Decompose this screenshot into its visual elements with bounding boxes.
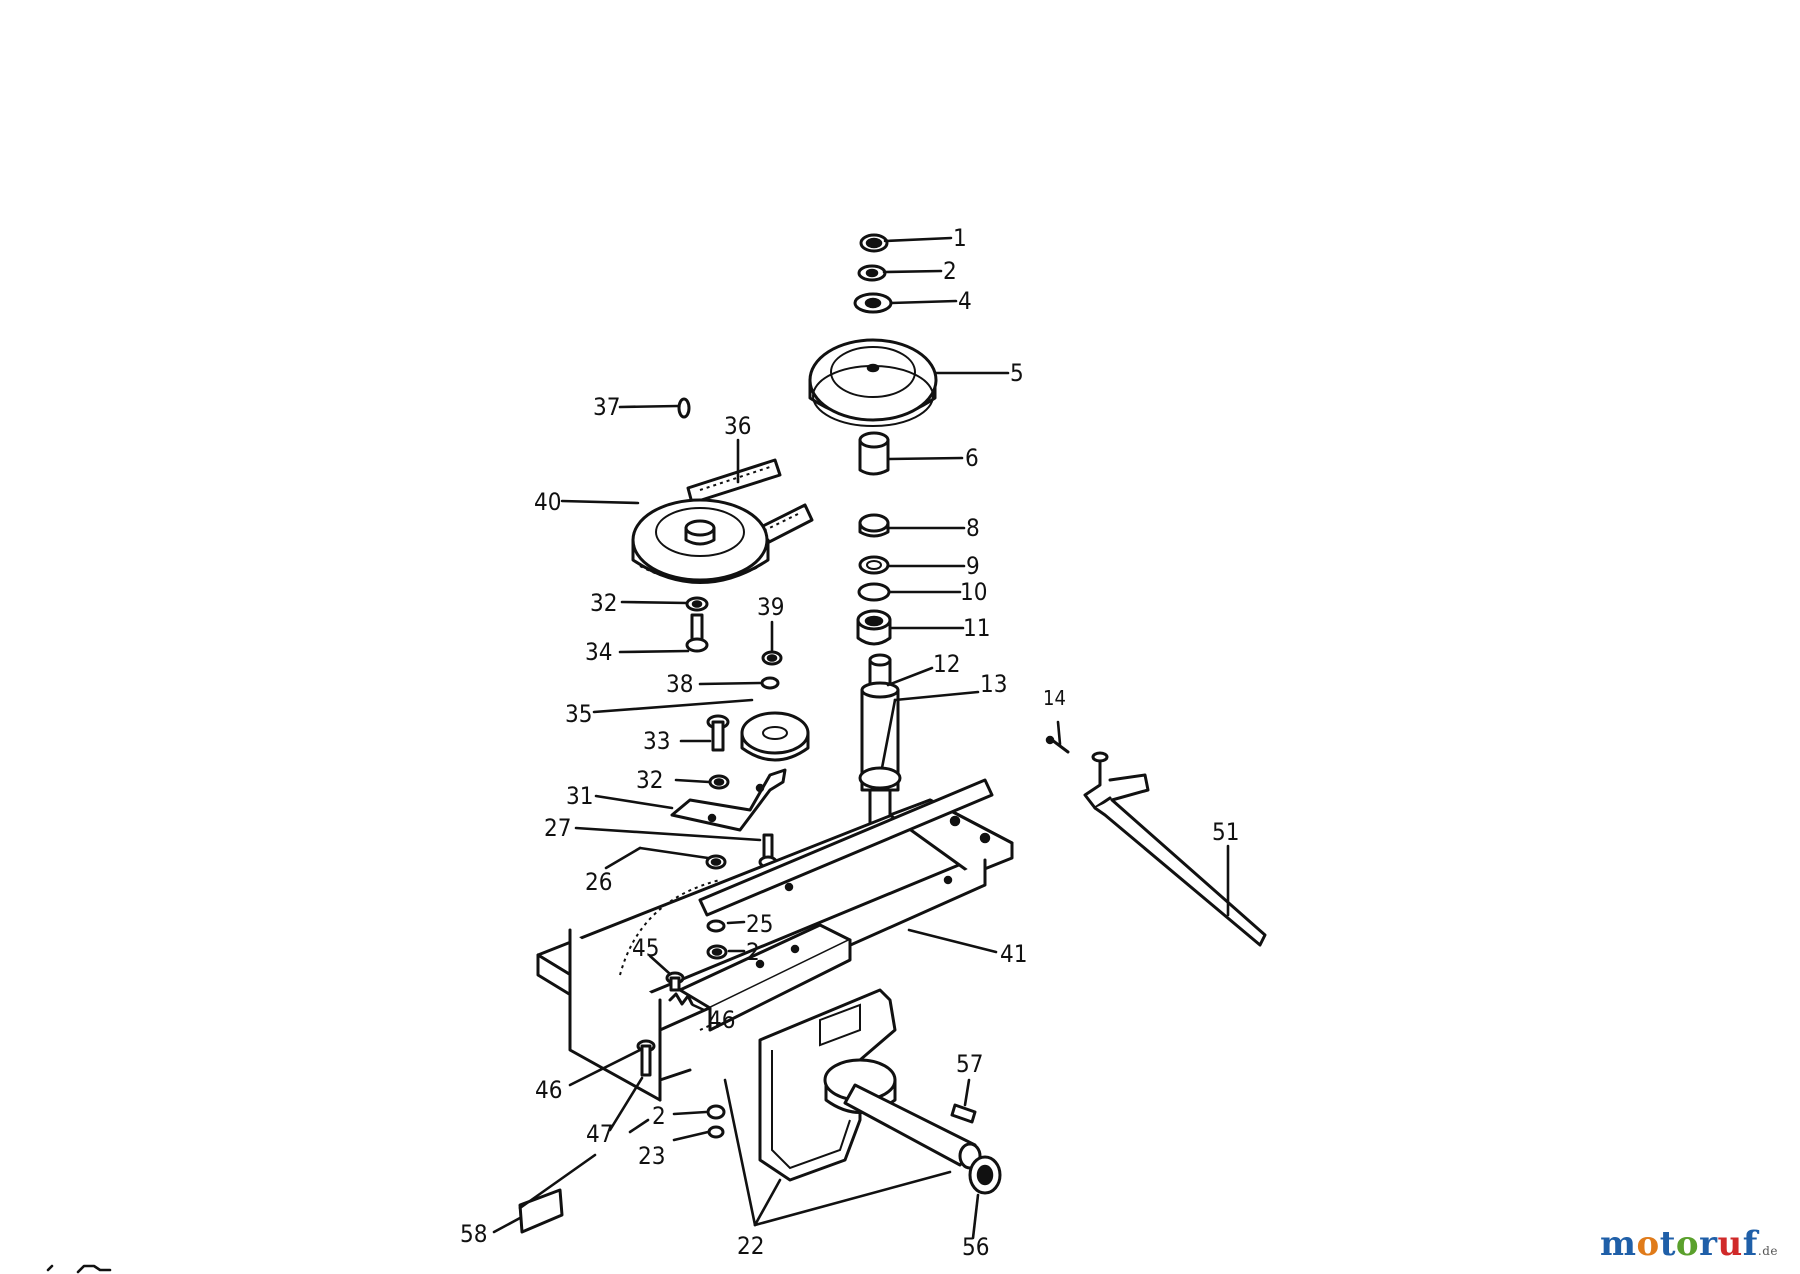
callout-2-low: 2 (652, 1102, 666, 1130)
lock-washer-part-9 (858, 555, 890, 575)
gear-housing (758, 988, 897, 1182)
callout-34: 34 (585, 638, 612, 666)
callout-57: 57 (956, 1050, 983, 1078)
callout-8: 8 (966, 514, 980, 542)
nut-part-23 (707, 1125, 725, 1139)
leader-lines (492, 236, 1230, 1240)
callout-11: 11 (963, 614, 990, 642)
axle-shaft (843, 1083, 982, 1170)
part-number-labels: 1 2 4 5 6 8 9 10 11 12 13 14 51 41 37 36… (460, 224, 1239, 1261)
nut-part-2-mid (706, 944, 728, 960)
clutch-pulley-part-40 (631, 498, 770, 584)
callout-25: 25 (746, 910, 773, 938)
callout-13: 13 (980, 670, 1007, 698)
callout-2: 2 (943, 257, 957, 285)
logo-letter: o (1675, 1224, 1700, 1264)
nut-part-39 (761, 650, 783, 666)
callout-47: 47 (586, 1120, 613, 1148)
bracket-part-31 (670, 768, 787, 832)
idler-arm-part-36 (686, 458, 782, 505)
lever-rod-part-51 (1083, 751, 1267, 947)
logo-letter: t (1659, 1224, 1676, 1264)
washer-part-25 (706, 919, 726, 933)
logo-letter: m (1600, 1224, 1637, 1264)
clip-part-26 (705, 854, 727, 870)
callout-31: 31 (566, 782, 593, 810)
scan-artifact (46, 1264, 112, 1274)
callout-22: 22 (737, 1232, 764, 1260)
callout-38: 38 (666, 670, 693, 698)
key-part-57 (950, 1103, 977, 1124)
callout-9: 9 (966, 552, 980, 580)
pin-part-14 (1045, 735, 1070, 754)
callout-46-right: 46 (708, 1006, 735, 1034)
o-ring-part-13 (858, 766, 902, 790)
motoruf-logo: motoruf.de (1600, 1224, 1778, 1264)
callout-56: 56 (962, 1233, 989, 1261)
callout-45: 45 (632, 934, 659, 962)
callout-1: 1 (953, 224, 967, 252)
bushing-part-8 (858, 513, 890, 538)
seal-part-56 (968, 1155, 1002, 1195)
washer-part-38 (760, 676, 780, 690)
washer-part-32-upper (685, 596, 709, 612)
spacer-part-6 (858, 431, 890, 476)
bolt-part-34 (685, 613, 709, 653)
logo-letter: u (1717, 1224, 1743, 1264)
spring-part-46 (668, 992, 694, 1006)
pulley-part-5 (808, 338, 938, 427)
callout-40: 40 (534, 488, 561, 516)
callout-33: 33 (643, 727, 670, 755)
bolt-part-33 (706, 714, 730, 752)
callout-58: 58 (460, 1220, 487, 1248)
callout-4: 4 (958, 287, 972, 315)
callout-32-lower: 32 (636, 766, 663, 794)
callout-6: 6 (965, 444, 979, 472)
callout-10: 10 (960, 578, 987, 606)
bolt-part-47 (636, 1039, 656, 1077)
callout-35: 35 (565, 700, 592, 728)
logo-letter: r (1699, 1224, 1718, 1264)
callout-51: 51 (1212, 818, 1239, 846)
ring-part-10 (857, 582, 891, 602)
washer-part-32-lower (708, 774, 730, 790)
callout-27: 27 (544, 814, 571, 842)
callout-46-left: 46 (535, 1076, 562, 1104)
callout-12: 12 (933, 650, 960, 678)
idler-pulley-part-35 (740, 711, 810, 762)
callout-23: 23 (638, 1142, 665, 1170)
bearing-part-11 (856, 609, 892, 646)
mounting-frame (536, 778, 1014, 1102)
callout-39: 39 (757, 593, 784, 621)
logo-domain-suffix: .de (1757, 1244, 1778, 1258)
pin-part-37 (677, 397, 691, 419)
callout-5: 5 (1010, 359, 1024, 387)
callout-14: 14 (1043, 686, 1066, 710)
nut-part-1 (859, 233, 889, 253)
bolt-part-45 (665, 971, 685, 992)
washer-part-4 (853, 292, 893, 314)
callout-32-upper: 32 (590, 589, 617, 617)
callout-36: 36 (724, 412, 751, 440)
washer-part-2 (857, 264, 887, 282)
label-part-58 (518, 1188, 564, 1234)
callout-37: 37 (593, 393, 620, 421)
callout-26: 26 (585, 868, 612, 896)
nut-part-2-low (706, 1104, 726, 1120)
callout-2-mid: 2 (746, 938, 760, 966)
logo-letter: f (1742, 1224, 1758, 1264)
logo-letter: o (1636, 1224, 1660, 1264)
callout-41: 41 (1000, 940, 1027, 968)
